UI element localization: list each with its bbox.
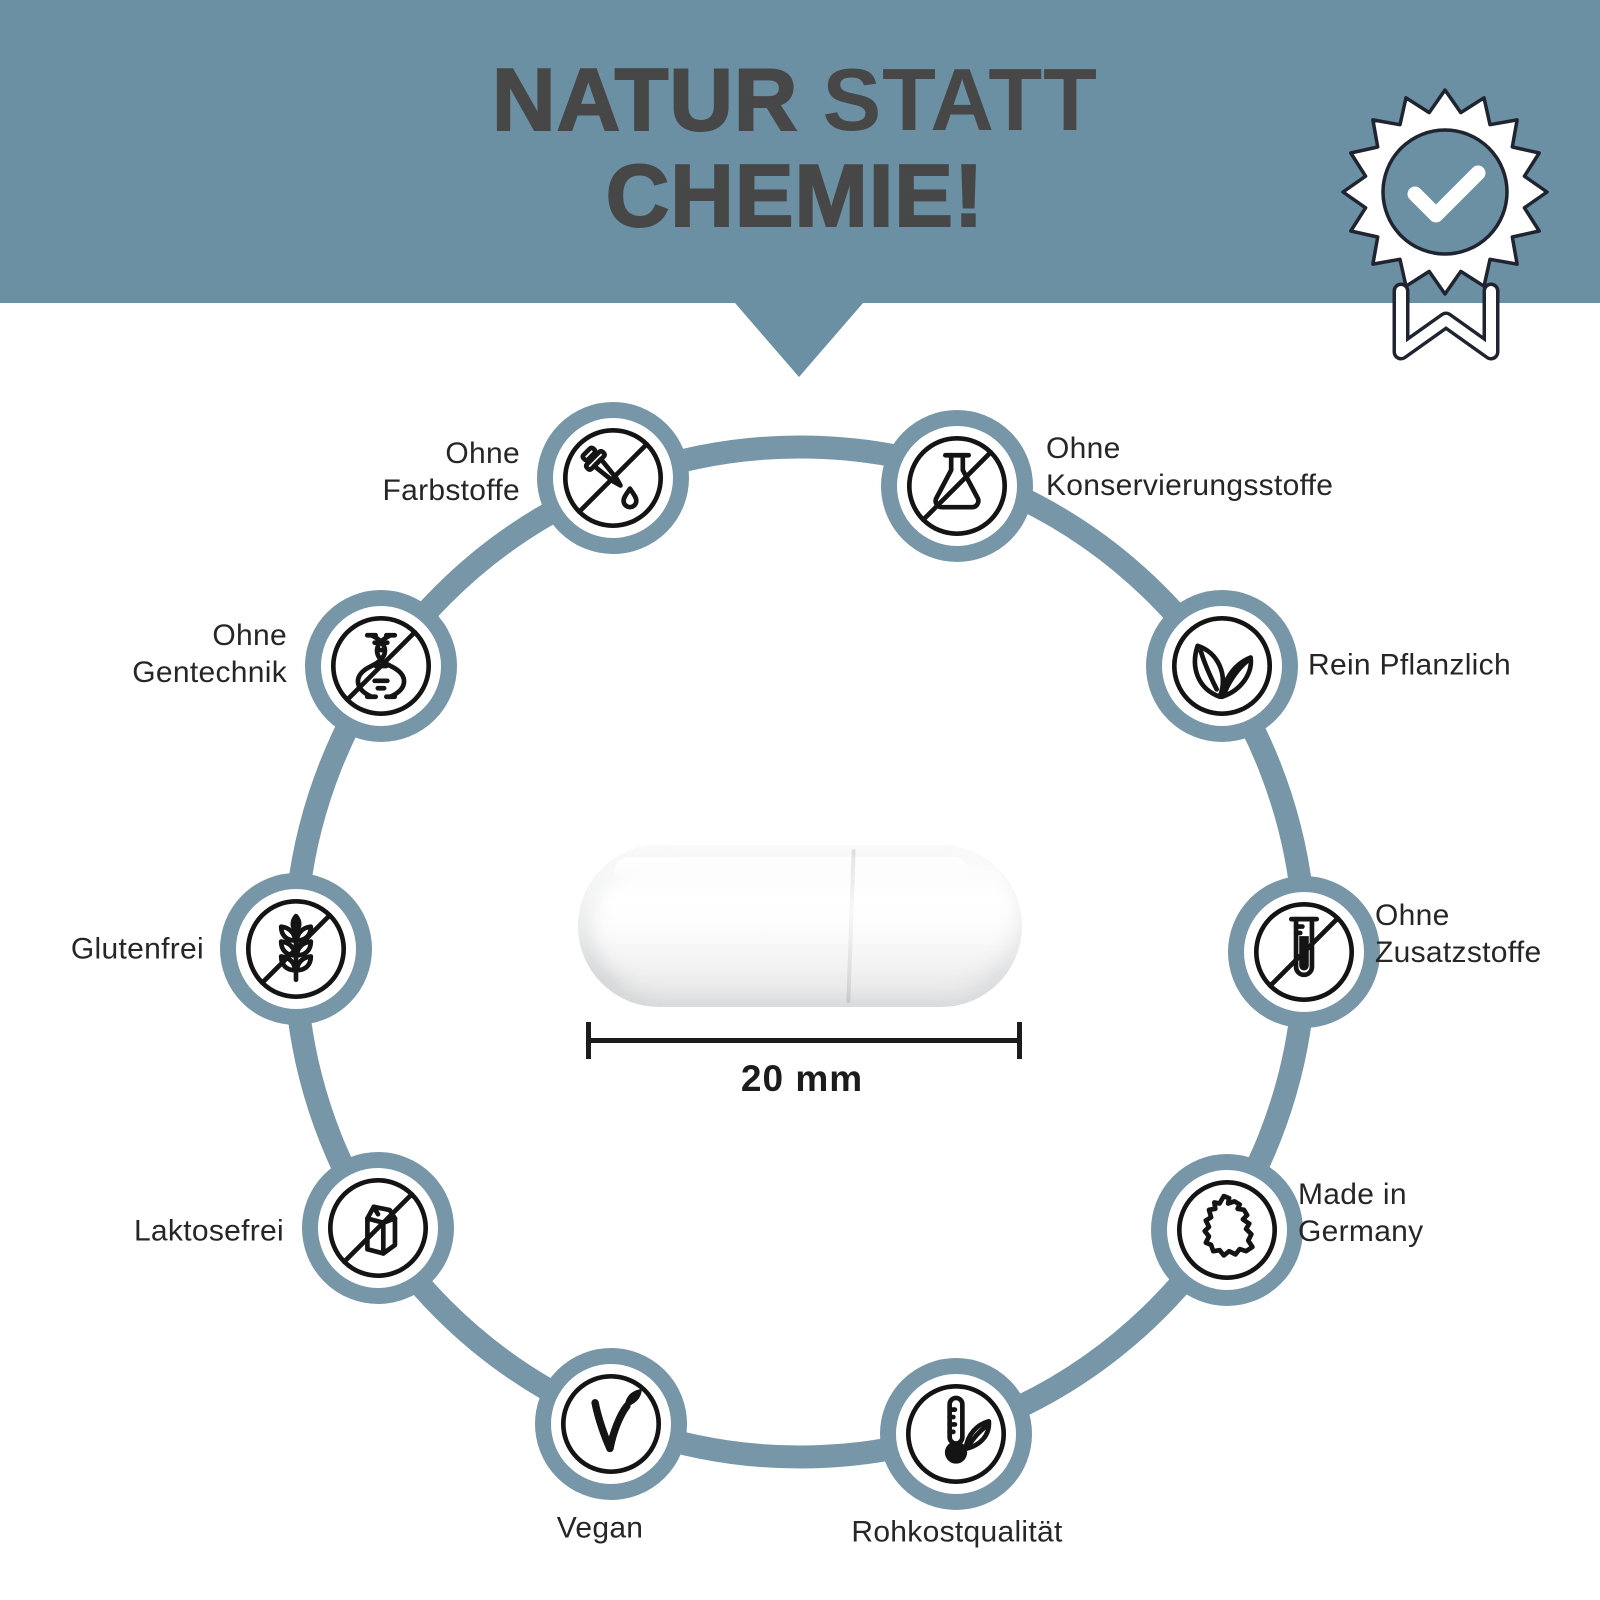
dropper-crossed-icon xyxy=(562,427,664,529)
wheat-crossed-icon xyxy=(245,898,347,1000)
flask-crossed-icon xyxy=(906,435,1008,537)
germany-map-icon xyxy=(1176,1179,1278,1281)
feature-node-rohkostqualitaet xyxy=(880,1358,1032,1510)
checkmark-icon xyxy=(1407,165,1486,223)
feature-label-rein-pflanzlich: Rein Pflanzlich xyxy=(1308,648,1511,682)
title-line-2: CHEMIE! xyxy=(605,146,985,245)
thermometer-leaf-icon xyxy=(905,1383,1007,1485)
seal-inner-circle xyxy=(1381,128,1509,256)
measure-tick-left xyxy=(586,1022,591,1059)
ribbon-icon xyxy=(1392,282,1500,361)
dna-crossed-icon xyxy=(330,615,432,717)
quality-seal-badge xyxy=(1341,88,1549,361)
feature-node-made-in-germany xyxy=(1151,1154,1303,1306)
feature-node-vegan xyxy=(535,1348,687,1500)
measure-line xyxy=(588,1038,1020,1043)
header-pointer-tail xyxy=(735,303,863,377)
vegan-v-leaf-icon xyxy=(560,1373,662,1475)
feature-label-vegan: Vegan xyxy=(556,1511,644,1545)
feature-label-laktosefrei: Laktosefrei xyxy=(133,1214,284,1248)
feature-label-rohkostqualitaet: Rohkostqualität xyxy=(851,1515,1063,1549)
feature-node-ohne-zusatzstoffe xyxy=(1228,876,1380,1028)
feature-node-glutenfrei xyxy=(220,873,372,1025)
feature-node-rein-pflanzlich xyxy=(1146,590,1298,742)
feature-node-laktosefrei xyxy=(302,1152,454,1304)
test-tube-crossed-icon xyxy=(1253,901,1355,1003)
leaves-icon xyxy=(1171,615,1273,717)
milk-carton-crossed-icon xyxy=(327,1177,429,1279)
title-word-statt: STATT xyxy=(822,50,1098,149)
feature-node-ohne-gentechnik xyxy=(305,590,457,742)
feature-node-ohne-farbstoffe xyxy=(537,402,689,554)
capsule-highlight xyxy=(613,857,969,887)
feature-node-ohne-konservierungsstoffe xyxy=(881,410,1033,562)
capsule-photo xyxy=(578,845,1022,1007)
feature-label-glutenfrei: Glutenfrei xyxy=(70,932,204,966)
measure-tick-right xyxy=(1017,1022,1022,1059)
measure-label: 20 mm xyxy=(740,1058,864,1099)
title-word-natur: NATUR xyxy=(491,50,799,149)
